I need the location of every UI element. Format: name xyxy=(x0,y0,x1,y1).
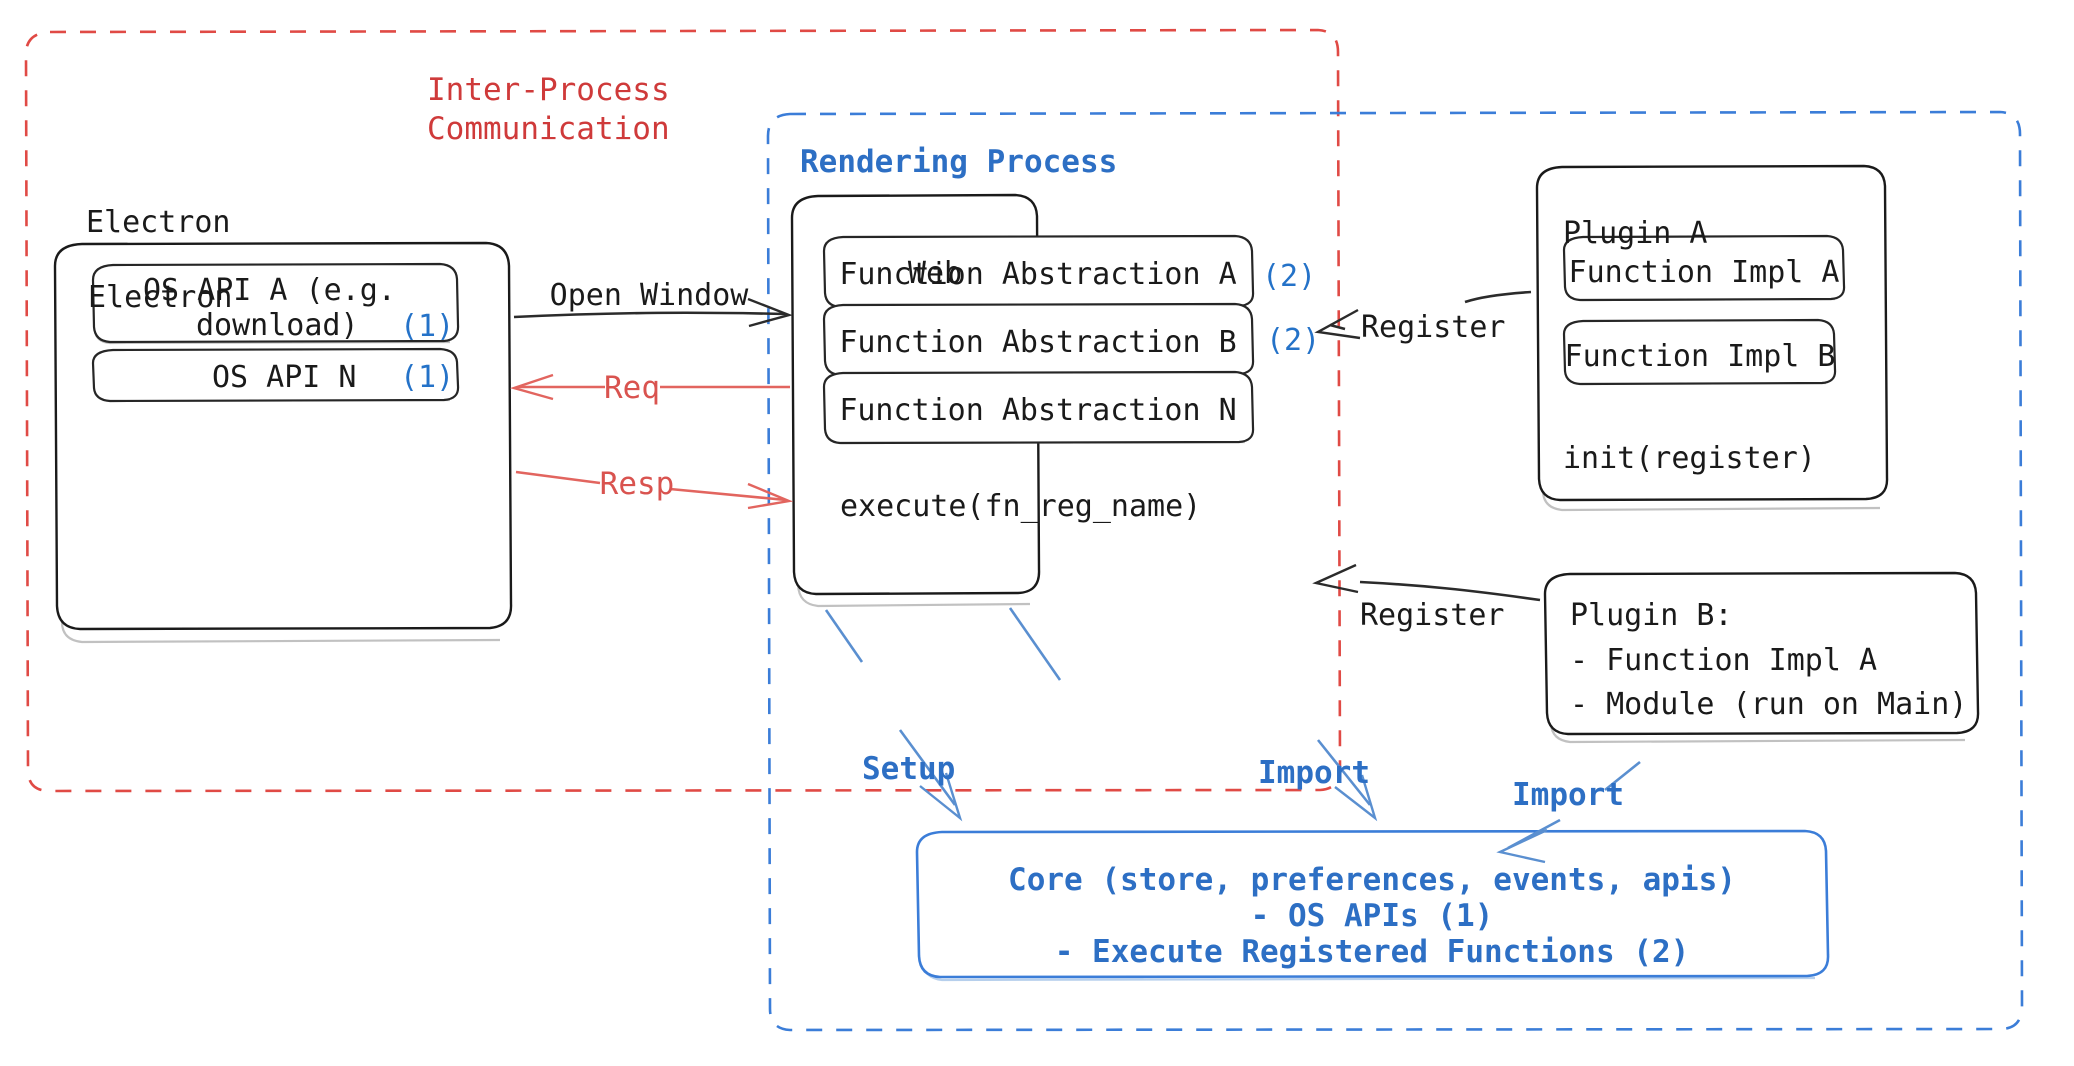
edge-register-top xyxy=(1314,290,1532,340)
function-abstraction-b-label: Function Abstraction B xyxy=(839,325,1236,360)
os-api-a-node xyxy=(91,262,460,345)
function-impl-a-node xyxy=(1562,234,1846,302)
electron-title: Electron xyxy=(86,205,231,240)
ipc-boundary xyxy=(24,28,1342,793)
os-api-a-label-line2: download) xyxy=(196,308,359,343)
edge-label-register-top: Register xyxy=(1361,310,1506,345)
plugin-b-box xyxy=(1543,571,1980,736)
os-api-a-mark: (1) xyxy=(400,309,454,344)
edge-req xyxy=(509,373,790,401)
edge-label-req: Req xyxy=(604,370,660,406)
function-impl-b-node xyxy=(1562,318,1837,386)
web-execute-label: execute(fn_reg_name) xyxy=(840,489,1201,524)
function-abstraction-a-mark: (2) xyxy=(1262,259,1316,294)
edge-label-resp: Resp xyxy=(600,466,675,502)
edge-label-setup: Setup xyxy=(862,751,955,787)
edge-import-right xyxy=(1496,760,1641,864)
os-api-n-node xyxy=(91,347,460,403)
plugin-a-label: Plugin A xyxy=(1563,216,1708,251)
function-abstraction-n-node xyxy=(822,370,1255,445)
edge-label-import-right: Import xyxy=(1512,777,1624,813)
rendering-process-label: Rendering Process xyxy=(800,144,1117,180)
plugin-a-init-label: init(register) xyxy=(1563,441,1816,476)
plugin-b-line-b: - Module (run on Main) xyxy=(1570,687,1967,722)
ipc-title-line1: Inter-Process xyxy=(427,72,670,108)
os-api-a-label-line1: OS API A (e.g. xyxy=(143,273,396,308)
rendering-process-boundary xyxy=(766,110,2024,1032)
os-api-n-mark: (1) xyxy=(400,360,454,395)
edge-label-register-bottom: Register xyxy=(1360,598,1505,633)
web-label: Web xyxy=(908,256,962,291)
edge-open-window xyxy=(513,297,793,328)
plugin-b-label: Plugin B: xyxy=(1570,598,1733,633)
plugin-b-node xyxy=(1543,571,1980,744)
edge-label-import-left: Import xyxy=(1258,755,1370,791)
edge-setup xyxy=(824,609,963,822)
function-abstraction-b-mark: (2) xyxy=(1266,323,1320,358)
os-api-n-label: OS API N xyxy=(212,360,357,395)
function-abstraction-a-label: Function Abstraction A xyxy=(839,257,1236,292)
edge-import-left xyxy=(1008,607,1378,822)
core-line3: - Execute Registered Functions (2) xyxy=(1055,934,1690,970)
ipc-title-line2: Communication xyxy=(427,111,670,147)
core-line1: Core (store, preferences, events, apis) xyxy=(1008,862,1736,898)
core-box xyxy=(915,829,1830,979)
os-api-n-box xyxy=(91,347,460,403)
os-api-a-box xyxy=(91,262,460,344)
function-abstraction-n-label: Function Abstraction N xyxy=(839,393,1236,428)
core-line2: - OS APIs (1) xyxy=(1251,898,1494,934)
electron-label: Electron xyxy=(88,280,233,315)
function-abstraction-n-box xyxy=(822,370,1255,445)
core-node xyxy=(915,829,1830,982)
function-impl-a-label: Function Impl A xyxy=(1569,255,1840,290)
function-impl-a-box xyxy=(1562,234,1846,302)
edge-label-open-window: Open Window xyxy=(550,278,750,313)
function-impl-b-label: Function Impl B xyxy=(1565,339,1836,374)
edge-register-bottom xyxy=(1312,563,1541,602)
edge-resp xyxy=(515,470,794,510)
function-impl-b-box xyxy=(1562,318,1837,386)
plugin-b-line-a: - Function Impl A xyxy=(1570,643,1877,678)
